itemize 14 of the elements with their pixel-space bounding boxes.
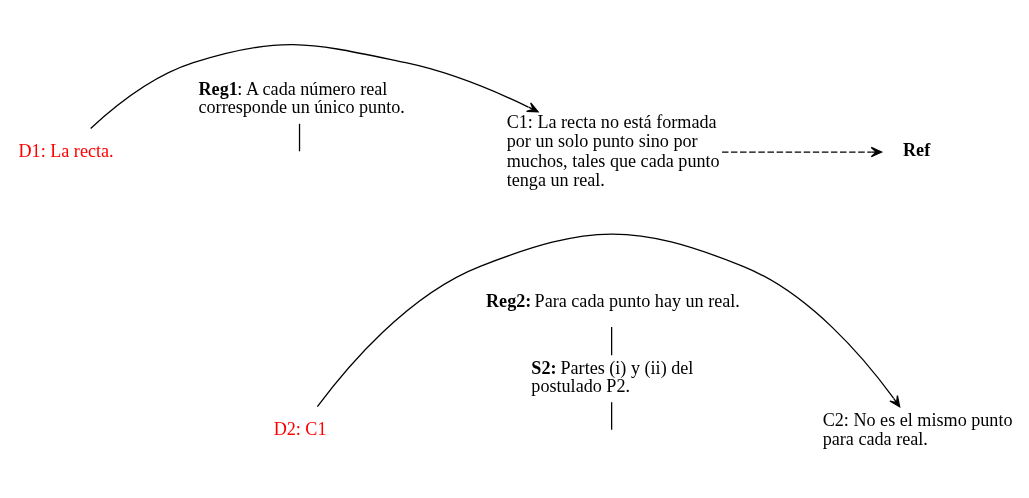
arrow — [90, 44, 539, 130]
node-text: Reg1: A cada número real corresponde un único punto. — [198, 79, 405, 118]
node-text: Reg2: Para cada punto hay un real. — [486, 291, 740, 312]
node-text: C2: No es el mismo punto para cada real. — [822, 409, 1013, 450]
node-text: C1: La recta no está formada por un solo punto sino por muchos, tales que cada punto tenga un real. — [506, 111, 720, 191]
node-text: D1: La recta. — [18, 140, 114, 161]
node-text: D2: C1 — [273, 419, 327, 440]
arrow — [316, 233, 901, 408]
node-text: S2: Partes (i) y (ii) del postulado P2. — [531, 357, 694, 396]
arrow — [721, 146, 883, 158]
connector — [611, 326, 613, 356]
connector — [298, 123, 301, 152]
node-text: Ref — [903, 139, 931, 160]
connector — [611, 401, 613, 431]
